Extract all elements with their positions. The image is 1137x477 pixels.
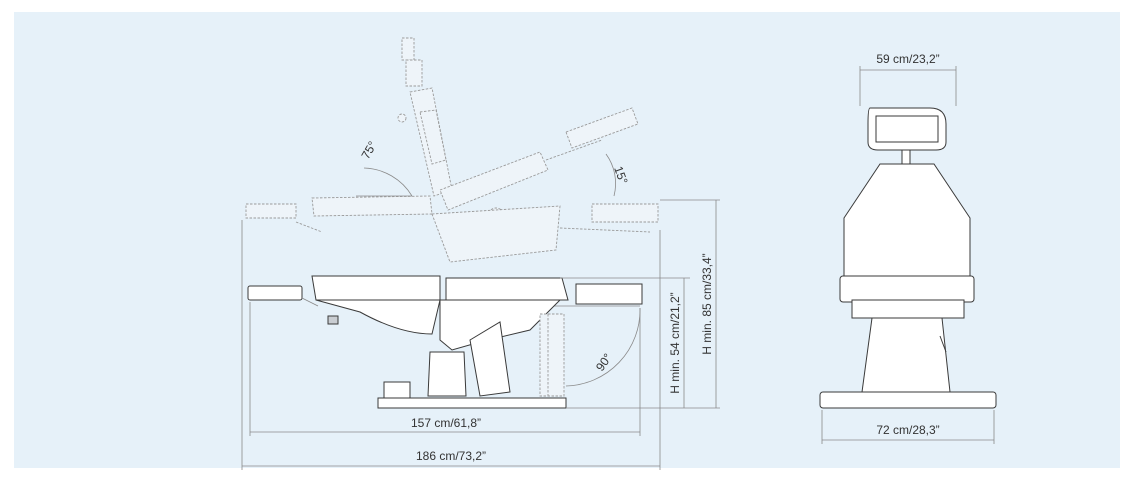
ghost-armrest — [245, 203, 297, 219]
base-pedal — [383, 381, 411, 399]
footrest-flat — [575, 283, 643, 305]
ghost-seat-flat — [311, 195, 433, 217]
front-view — [819, 107, 997, 409]
legrest-angle-label: 15° — [611, 164, 630, 186]
ghost-footrest-down — [539, 313, 565, 397]
top-width-label: 59 cm/23,2” — [876, 52, 939, 66]
dimension-lines — [241, 66, 995, 470]
side-view-ghost-position — [245, 37, 659, 263]
ghost-headrest-top — [401, 37, 415, 61]
total-length-label: 186 cm/73,2” — [416, 449, 486, 463]
total-height-label: H min. 85 cm/33,4” — [700, 253, 714, 354]
front-headrest-post — [901, 149, 911, 165]
ghost-headrest — [405, 59, 423, 87]
column-cover — [469, 321, 511, 397]
front-seat-frame — [851, 299, 965, 319]
front-base-plate — [819, 391, 997, 409]
base-width-label: 72 cm/28,3” — [876, 423, 939, 437]
side-view-solid-position — [247, 275, 643, 409]
front-seat — [839, 275, 975, 303]
front-backrest — [843, 163, 971, 277]
front-headrest — [867, 107, 947, 151]
armrest-left — [247, 285, 303, 301]
lift-column — [427, 351, 467, 397]
ghost-backrest-knob — [397, 113, 407, 123]
front-lever — [939, 335, 947, 353]
seat-cushion — [445, 277, 569, 301]
backrest-angle-arc — [363, 167, 413, 197]
ghost-backrest-inner — [419, 109, 447, 165]
front-column — [861, 317, 951, 393]
backrest-angle-label: 75° — [358, 139, 379, 162]
legrest-angle-arc — [605, 153, 616, 197]
backrest-flat — [311, 275, 441, 301]
footrest-angle-label: 90° — [593, 351, 615, 374]
lever-knob — [327, 315, 339, 325]
inner-length-label: 157 cm/61,8” — [411, 416, 481, 430]
ghost-mechanism — [431, 205, 561, 263]
ghost-legrest-raised — [565, 107, 639, 149]
side-base-plate — [377, 397, 567, 409]
ghost-seat-tilted — [439, 151, 549, 211]
footrest-angle-arc — [565, 307, 641, 387]
backrest-underside — [315, 299, 441, 335]
seat-height-label: H min. 54 cm/21,2” — [668, 292, 682, 393]
ghost-footrest — [591, 203, 659, 223]
